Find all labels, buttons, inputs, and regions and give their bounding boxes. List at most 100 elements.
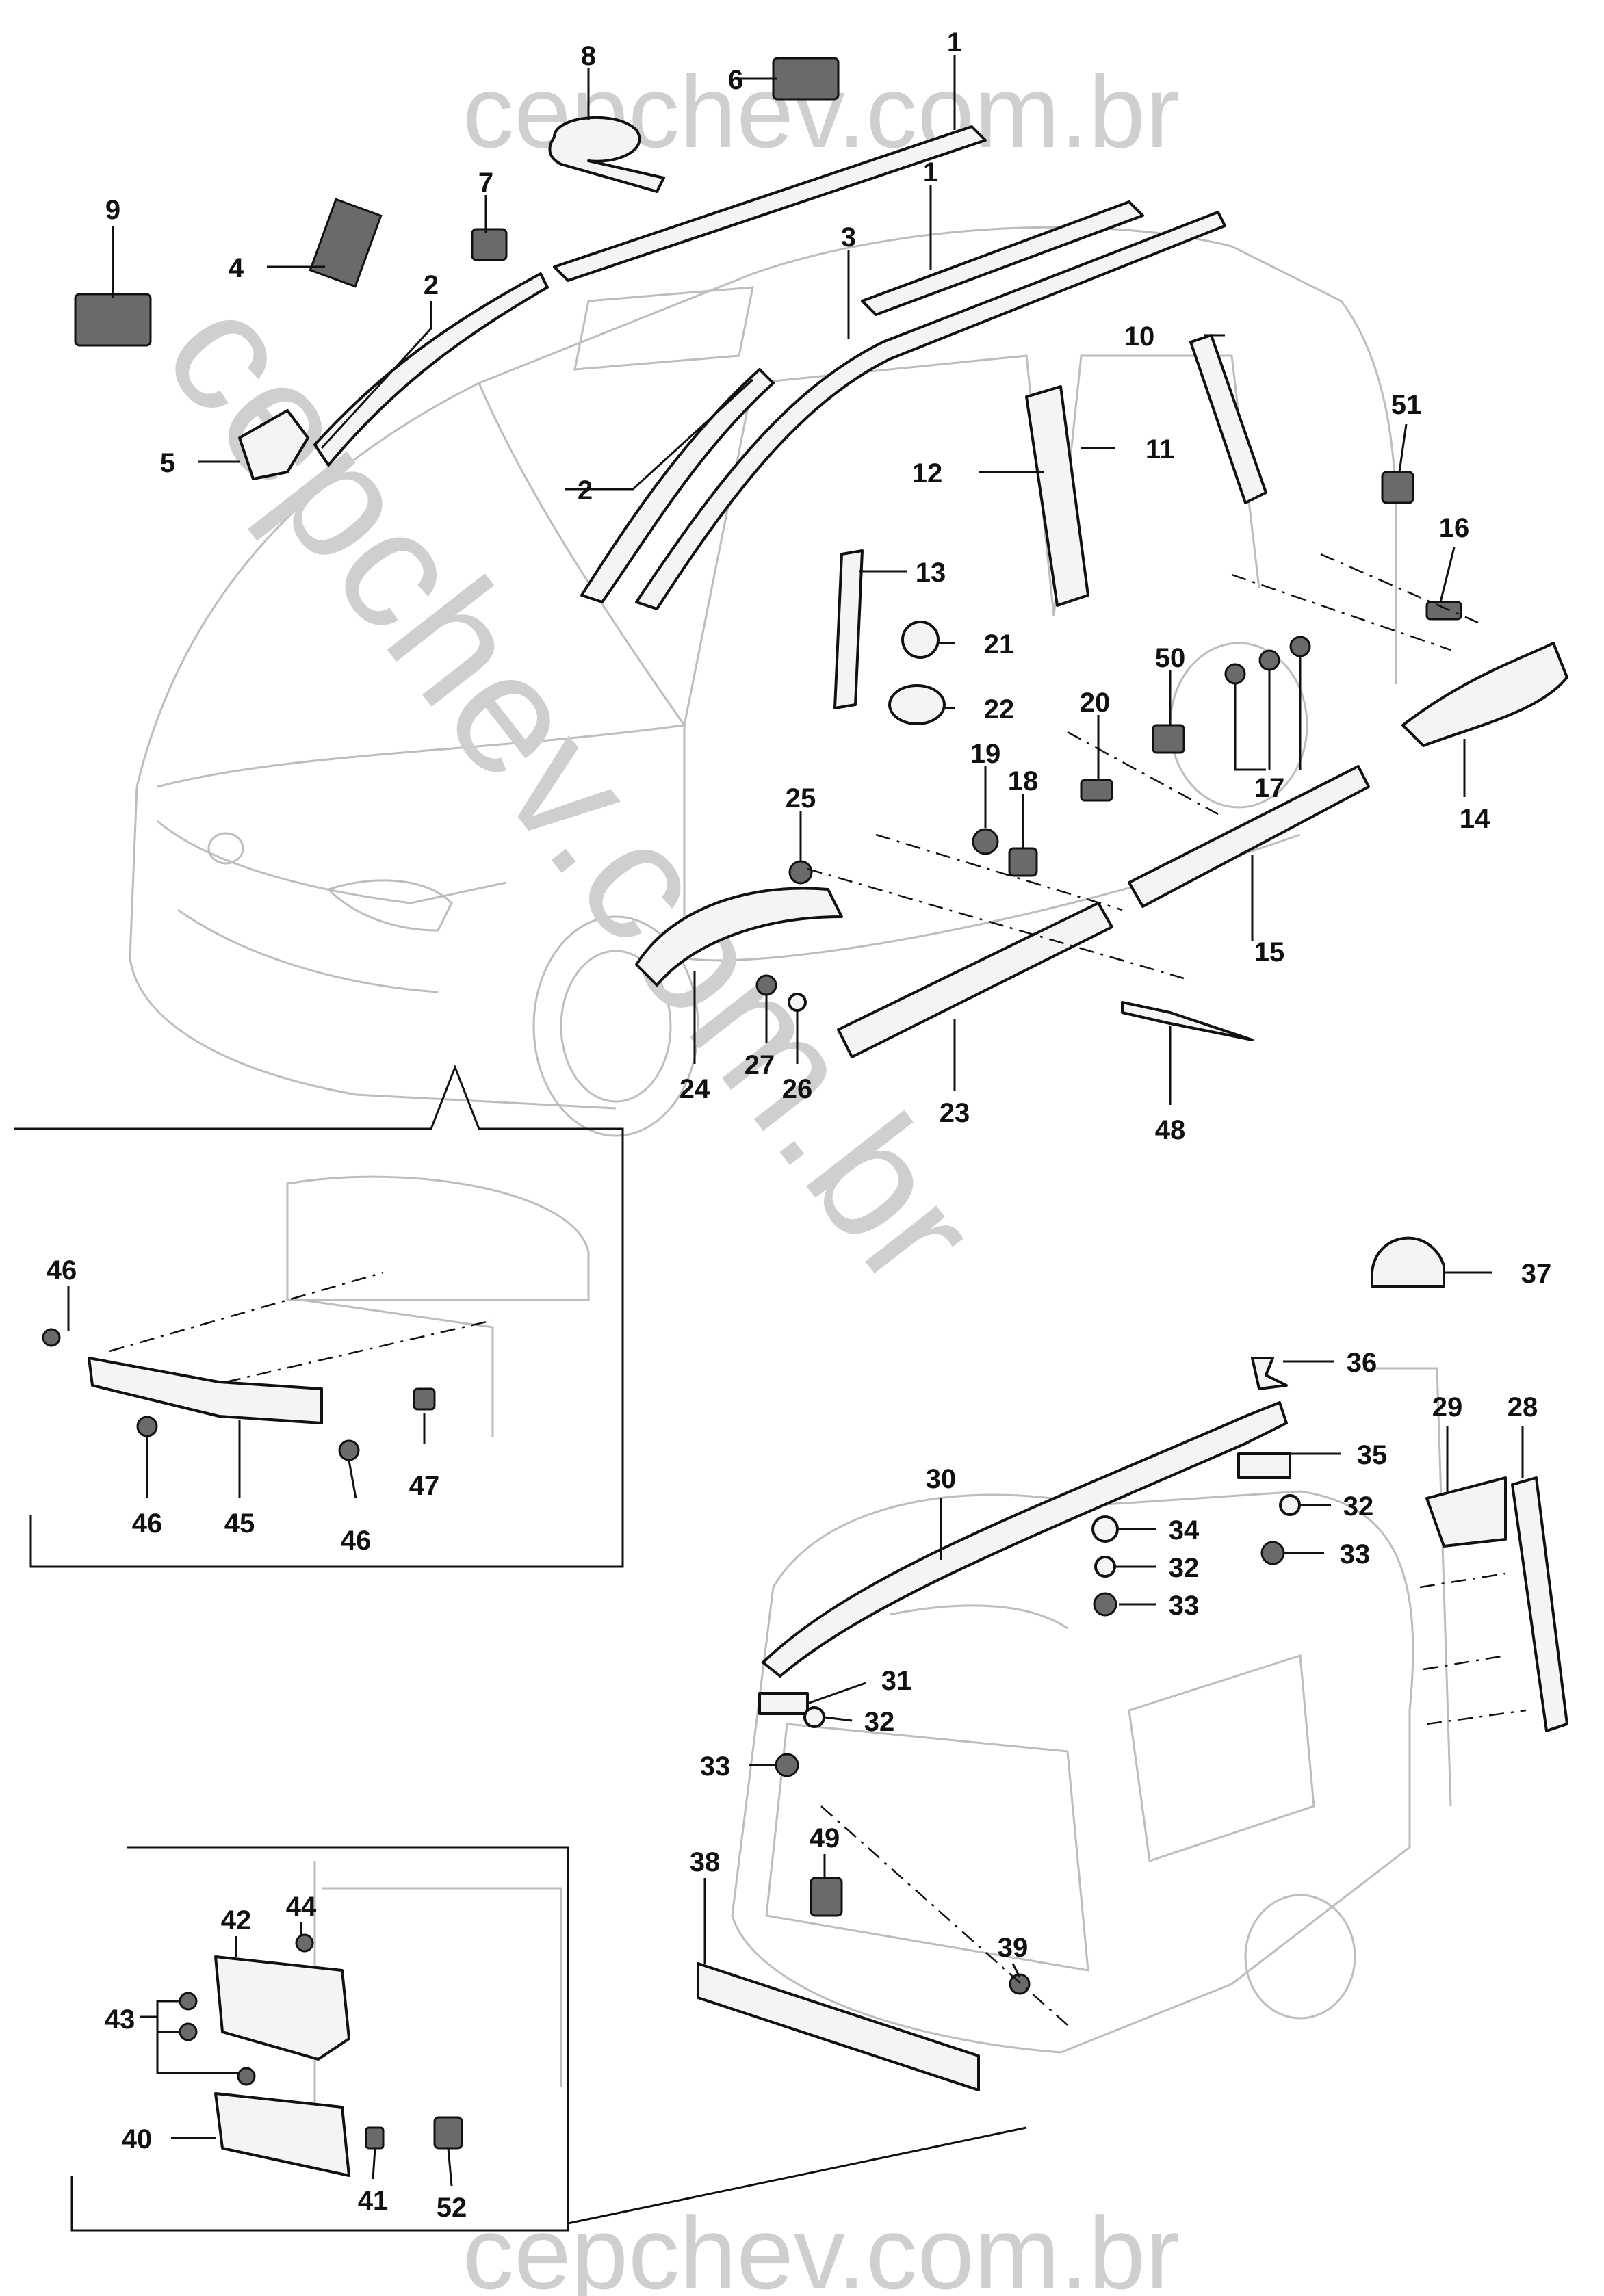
part-bumper-trim-45 (88, 1357, 323, 1424)
part-roof-molding-1a (553, 125, 987, 282)
part-clip-47 (413, 1387, 436, 1411)
callout-11: 11 (1146, 434, 1174, 465)
callout-labels: 1 1 2 2 3 4 5 6 7 8 9 10 11 12 13 14 15 … (47, 27, 1552, 2223)
callout-12: 12 (912, 458, 943, 488)
part-clip-6 (772, 57, 840, 101)
callout-46-top: 46 (47, 1255, 77, 1286)
callout-52: 52 (437, 2193, 467, 2223)
part-nut-17a (1224, 663, 1246, 685)
callout-4: 4 (229, 253, 244, 283)
callout-37: 37 (1521, 1259, 1552, 1289)
callout-51: 51 (1391, 390, 1422, 420)
callout-39: 39 (998, 1933, 1029, 1963)
callout-22: 22 (984, 694, 1015, 725)
part-screw-46a (42, 1328, 61, 1347)
part-nut-17b (1258, 649, 1280, 671)
part-roof-molding-3 (635, 211, 1226, 610)
part-roof-spoiler-30 (762, 1401, 1288, 1678)
alignment-lines (807, 553, 1527, 2026)
part-washer-26 (788, 993, 807, 1012)
part-pillar-trim-28 (1511, 1476, 1568, 1732)
part-nut-27 (755, 974, 777, 996)
callout-7: 7 (478, 168, 493, 198)
callout-42: 42 (221, 1905, 252, 1935)
part-screw-44 (295, 1933, 314, 1953)
part-pillar-trim-10 (1189, 334, 1267, 504)
callout-35: 35 (1357, 1440, 1388, 1470)
part-clip-20 (1080, 779, 1113, 802)
part-nut-25 (788, 860, 813, 885)
part-screw-46c (338, 1439, 360, 1461)
callout-32-right-upper: 32 (1343, 1491, 1374, 1522)
part-clip-41 (365, 2126, 385, 2150)
callout-38: 38 (690, 1847, 721, 1877)
callout-10: 10 (1124, 322, 1155, 352)
callout-27: 27 (745, 1050, 775, 1080)
callout-3: 3 (841, 222, 856, 252)
callout-8: 8 (581, 41, 596, 71)
part-screw-36 (1251, 1357, 1288, 1390)
part-clip-50 (1152, 724, 1185, 754)
callout-34: 34 (1169, 1515, 1200, 1545)
part-side-molding-23 (837, 902, 1113, 1058)
callout-25: 25 (786, 783, 816, 813)
front-bumper-inset (14, 1064, 624, 1568)
watermark-bottom: cepchev.com.br (463, 2195, 1180, 2296)
callout-23: 23 (940, 1098, 970, 1128)
callout-43: 43 (105, 2005, 135, 2035)
callout-33-right-upper: 33 (1340, 1539, 1371, 1569)
part-washer-32a (1094, 1556, 1116, 1578)
callout-32-left: 32 (864, 1707, 895, 1737)
part-side-molding-15 (1128, 765, 1370, 908)
callout-30: 30 (926, 1464, 957, 1494)
callout-31: 31 (881, 1666, 912, 1696)
part-clip-18 (1008, 847, 1038, 877)
part-tape-roll-8 (548, 116, 665, 193)
part-fender-flare-24 (635, 887, 843, 987)
part-cover-37 (1371, 1236, 1445, 1288)
callout-20: 20 (1080, 688, 1111, 718)
callout-1-upper: 1 (947, 27, 962, 57)
part-clip-51 (1381, 471, 1414, 504)
part-nut-33c (775, 1753, 799, 1777)
callout-28: 28 (1508, 1392, 1538, 1422)
part-pillar-trim-13 (833, 549, 864, 709)
callout-16: 16 (1439, 513, 1470, 543)
part-nut-17c (1289, 636, 1311, 657)
part-pin-48 (1121, 1001, 1254, 1041)
callout-49: 49 (810, 1823, 840, 1853)
callout-1-lower: 1 (923, 157, 938, 187)
callout-46-right: 46 (341, 1526, 372, 1556)
part-washer-32b (1279, 1494, 1301, 1516)
watermark-diagonal: cepchev.com.br (129, 261, 1015, 1320)
part-nut-33b (1260, 1541, 1285, 1565)
part-screw-43a (179, 1992, 198, 2011)
callout-29: 29 (1432, 1392, 1463, 1422)
callout-33-center: 33 (1169, 1591, 1200, 1621)
callout-14: 14 (1460, 804, 1490, 834)
vehicle-outline-rear (731, 1367, 1452, 2054)
part-plug-21 (901, 621, 940, 659)
part-bumper-end-40 (214, 2092, 350, 2177)
part-bracket-31 (758, 1692, 809, 1715)
part-clip-19 (972, 828, 999, 855)
callout-32-center: 32 (1169, 1553, 1200, 1583)
part-roof-molding-2b (580, 368, 775, 603)
callout-50: 50 (1155, 643, 1186, 673)
callout-21: 21 (984, 629, 1015, 660)
callout-5: 5 (160, 448, 175, 478)
callout-44: 44 (286, 1892, 317, 1922)
part-clip-16 (1425, 601, 1462, 621)
callout-19: 19 (970, 739, 1001, 769)
callout-24: 24 (680, 1074, 710, 1104)
part-nut-33a (1093, 1592, 1117, 1617)
callout-40: 40 (122, 2124, 153, 2154)
part-bracket-35 (1237, 1452, 1291, 1479)
part-tailgate-molding-38 (697, 1962, 980, 2091)
callout-41: 41 (358, 2186, 389, 2216)
part-clip-7 (471, 228, 508, 261)
part-clip-4 (309, 198, 383, 288)
part-plug-22 (888, 684, 946, 725)
callout-2-lower: 2 (578, 475, 593, 506)
